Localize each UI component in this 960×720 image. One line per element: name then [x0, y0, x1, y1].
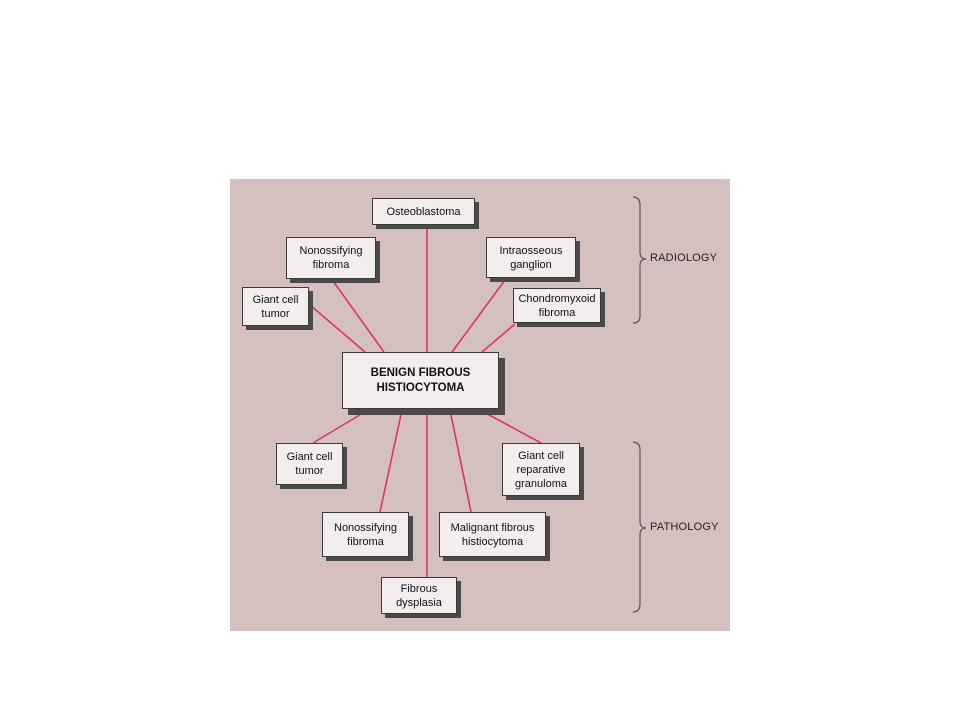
- center-box: BENIGN FIBROUS HISTIOCYTOMA: [342, 352, 499, 409]
- pathology-bracket: [632, 441, 647, 613]
- connector-rad-nonossifying: [332, 280, 385, 353]
- connector-rad-giant-cell: [309, 304, 366, 353]
- connector-path-nonossifying: [379, 409, 403, 513]
- path-malignant-fibrous-histiocytoma-box: Malignant fibrous histiocytoma: [439, 512, 546, 557]
- connector-path-giant-cell: [312, 409, 369, 444]
- path-fibrous-dysplasia-box: Fibrous dysplasia: [381, 577, 457, 614]
- path-nonossifying-fibroma-box: Nonossifying fibroma: [322, 512, 409, 557]
- path-giant-cell-tumor-box: Giant cell tumor: [276, 443, 343, 485]
- rad-osteoblastoma-box: Osteoblastoma: [372, 198, 475, 225]
- rad-giant-cell-tumor-box: Giant cell tumor: [242, 287, 309, 326]
- connector-rad-intraosseous: [451, 279, 506, 353]
- connector-rad-chondromyxoid: [481, 323, 516, 353]
- radiology-label: RADIOLOGY: [650, 252, 718, 264]
- pathology-label: PATHOLOGY: [650, 521, 719, 533]
- connector-path-reparative: [479, 409, 542, 444]
- rad-nonossifying-fibroma-box: Nonossifying fibroma: [286, 237, 376, 279]
- radiology-bracket: [632, 196, 647, 324]
- rad-chondromyxoid-fibroma-box: Chondromyxoid fibroma: [513, 288, 601, 323]
- connector-path-malignant: [449, 409, 472, 513]
- rad-intraosseous-ganglion-box: Intraosseous ganglion: [486, 237, 576, 278]
- path-giant-cell-reparative-granuloma-box: Giant cell reparative granuloma: [502, 443, 580, 496]
